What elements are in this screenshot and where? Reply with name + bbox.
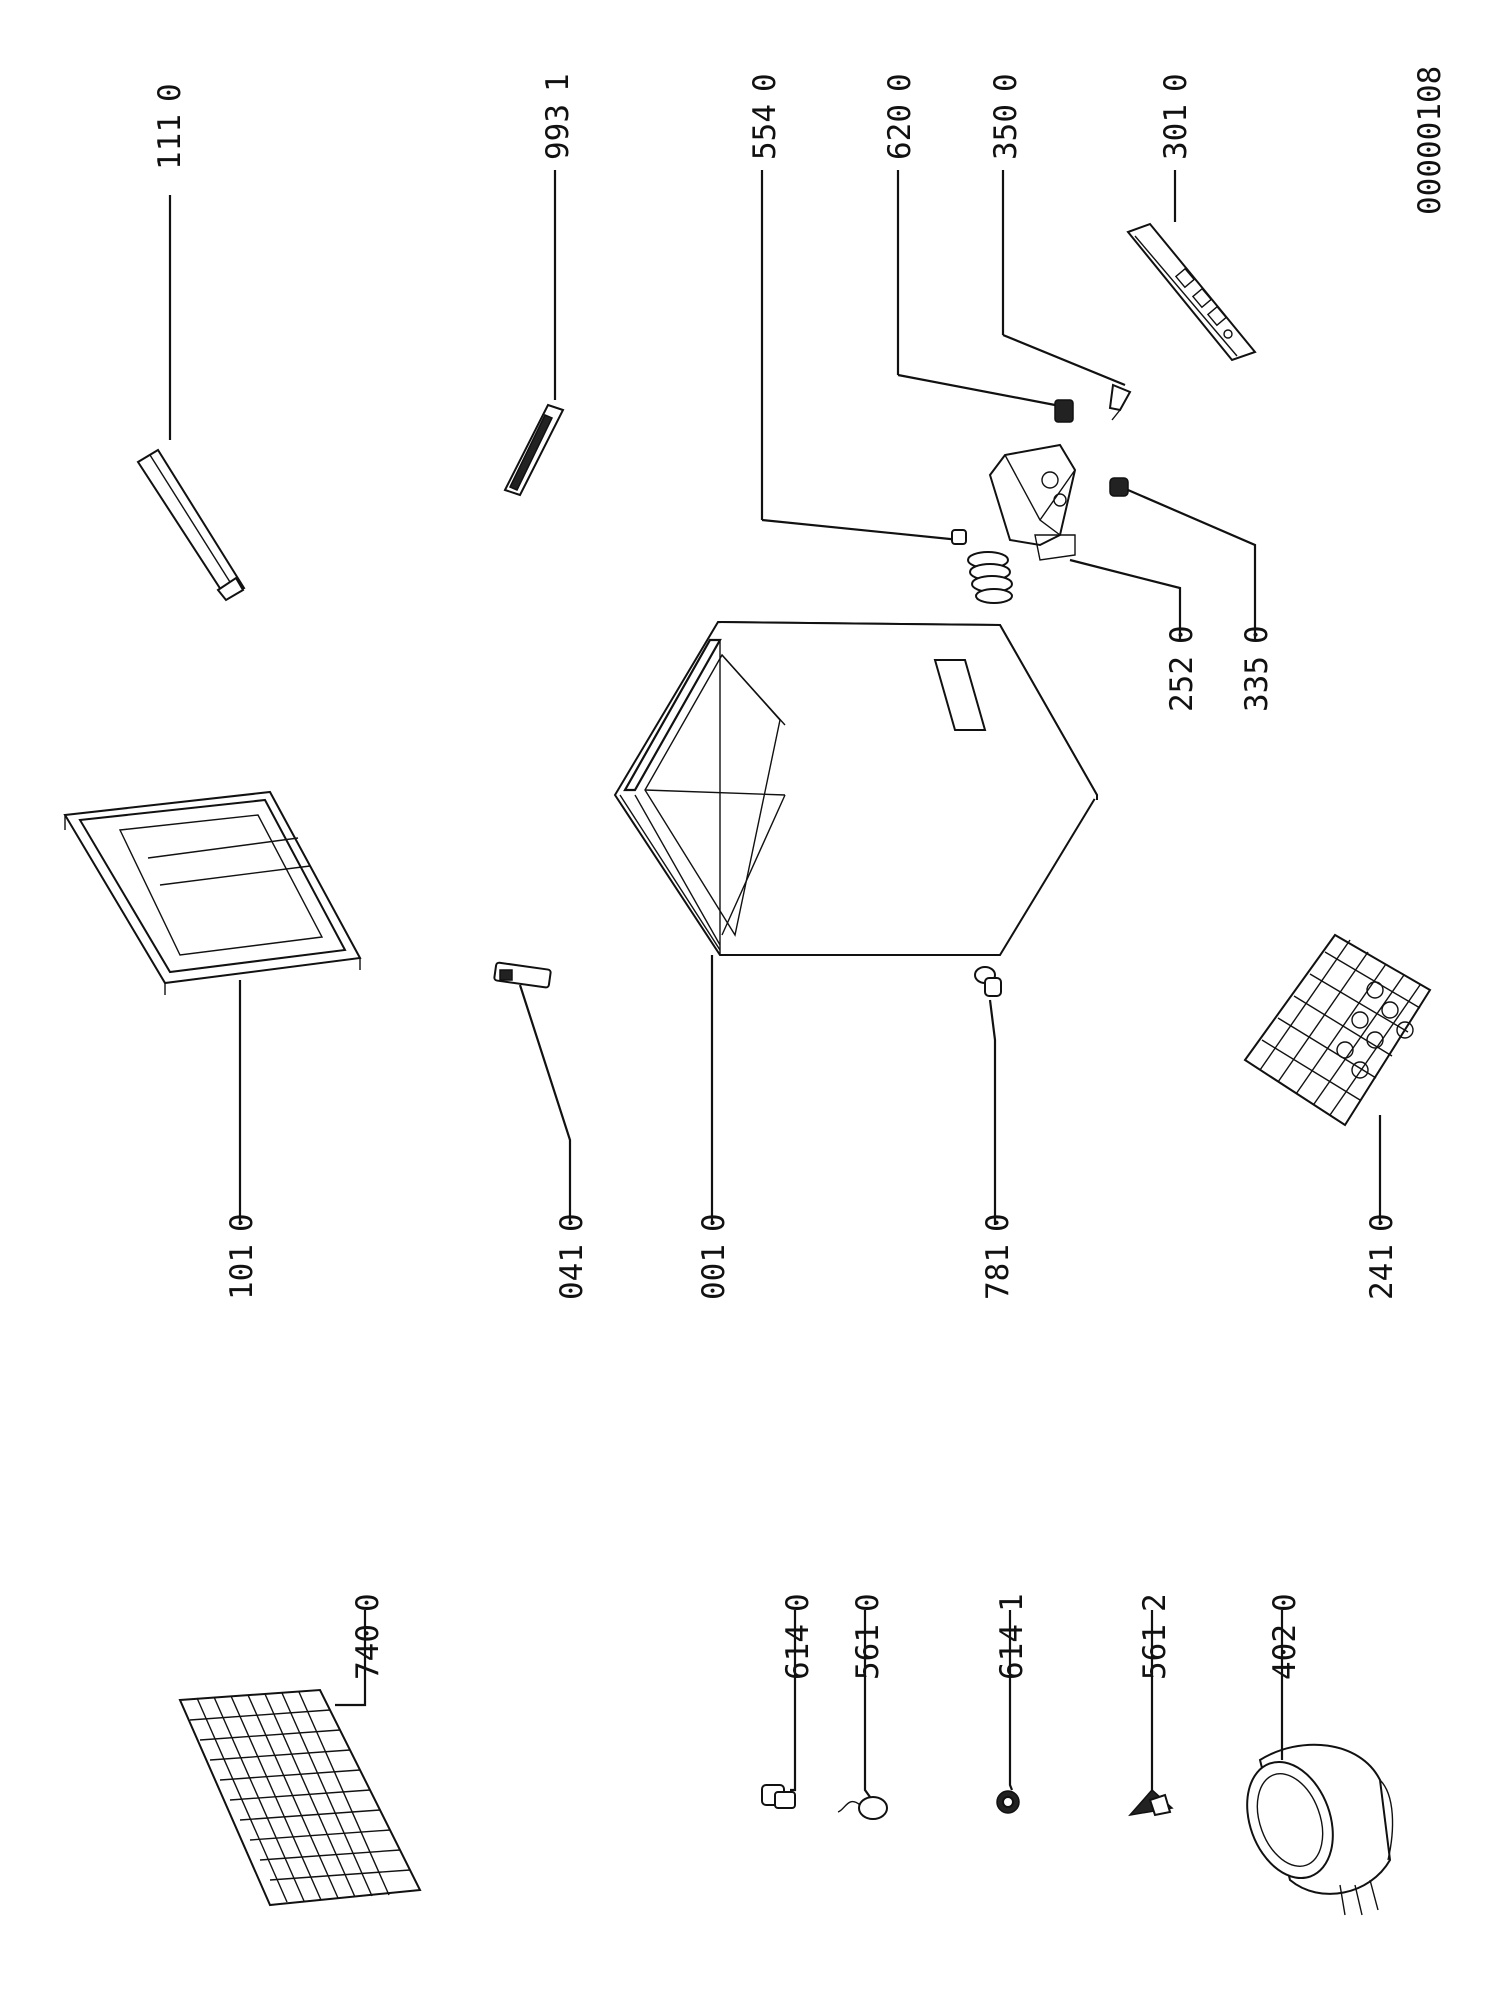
- part-301-control-panel[interactable]: [1126, 222, 1257, 362]
- part-402-compressor[interactable]: [1232, 1743, 1394, 1916]
- part-614-1[interactable]: [996, 1790, 1020, 1814]
- label-111: 1110: [152, 83, 188, 170]
- part-561-0[interactable]: [837, 1796, 888, 1820]
- label-614-1: 6141: [994, 1593, 1030, 1680]
- part-252-coil[interactable]: [951, 529, 1013, 604]
- label-614-0: 6140: [780, 1593, 816, 1680]
- part-740-condenser[interactable]: [178, 1688, 422, 1907]
- part-041-hinge[interactable]: [493, 961, 552, 989]
- part-335-switch[interactable]: [1109, 477, 1129, 497]
- label-301: 3010: [1158, 73, 1194, 160]
- part-620-lamp-holder[interactable]: [1054, 399, 1074, 423]
- label-781: 7810: [980, 1213, 1016, 1300]
- label-241: 2410: [1364, 1213, 1400, 1300]
- part-241-basket[interactable]: [1243, 933, 1432, 1127]
- part-554-thermostat-assembly[interactable]: [988, 443, 1077, 561]
- drawing-number: 00000108: [1412, 66, 1448, 215]
- label-740: 7400: [350, 1593, 386, 1680]
- part-993-panel[interactable]: [503, 403, 565, 497]
- label-554: 5540: [747, 73, 783, 160]
- label-001: 0010: [696, 1213, 732, 1300]
- label-335: 3350: [1239, 625, 1275, 712]
- label-350: 3500: [988, 73, 1024, 160]
- label-252: 2520: [1164, 625, 1200, 712]
- label-993: 9931: [540, 73, 576, 160]
- part-561-2[interactable]: [1128, 1788, 1174, 1817]
- label-620: 6200: [882, 73, 918, 160]
- part-781-drain-plug[interactable]: [974, 966, 1002, 997]
- part-111-handle[interactable]: [136, 448, 246, 602]
- label-041: 0410: [554, 1213, 590, 1300]
- label-101: 1010: [224, 1213, 260, 1300]
- part-614-0[interactable]: [761, 1784, 796, 1809]
- part-350-bulb[interactable]: [1108, 383, 1132, 421]
- label-402: 4020: [1267, 1593, 1303, 1680]
- part-001-cabinet[interactable]: [613, 620, 1099, 956]
- part-101-lid[interactable]: [63, 790, 362, 995]
- label-561-0: 5610: [850, 1593, 886, 1680]
- label-561-2: 5612: [1137, 1593, 1173, 1680]
